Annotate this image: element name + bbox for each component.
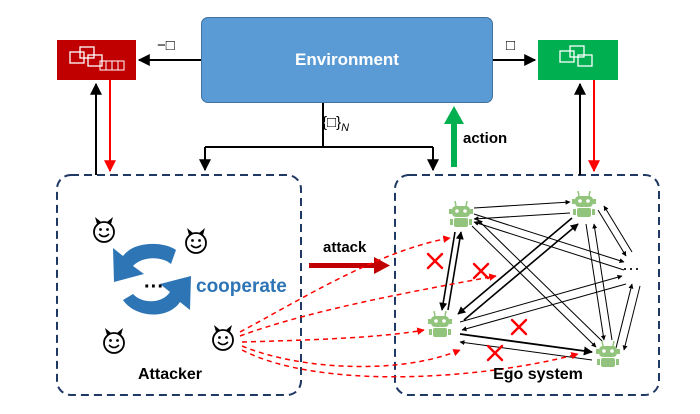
attack-label: attack [323, 239, 367, 256]
robot-icon [596, 340, 620, 367]
robot-icon [572, 190, 596, 217]
cross-icon [472, 262, 490, 280]
robot-icon [449, 200, 473, 227]
cross-icon [426, 252, 444, 270]
environment-label: Environment [295, 50, 399, 69]
ego-more-dots: ··· [622, 258, 640, 278]
observation-split-arrow [199, 101, 439, 172]
attacker-group-box [56, 174, 302, 396]
smiling-devil-icon [212, 325, 234, 351]
cross-icon [486, 344, 504, 362]
ego-title: Ego system [493, 366, 583, 383]
ego-network-edges [439, 199, 641, 361]
attack-dashed-lines [239, 235, 579, 378]
cooperate-label: cooperate [196, 276, 287, 297]
observation-subscript: N [341, 122, 350, 134]
attack-arrow [309, 257, 390, 274]
action-label: action [463, 130, 508, 147]
smiling-devil-icon [185, 228, 207, 254]
ego-agents [428, 190, 620, 367]
attacker-title: Attacker [137, 366, 203, 383]
observation-label: {□}N [322, 114, 349, 134]
cross-icon [510, 318, 528, 336]
environment-box: Environment [201, 17, 493, 103]
cooperate-cycle-icon [113, 243, 191, 315]
robot-icon [428, 310, 452, 337]
attacker-reward-label: −□ [157, 37, 175, 54]
ego-observation-box [538, 40, 618, 80]
attacker-agents [93, 217, 234, 354]
smiling-devil-icon [93, 217, 115, 243]
ego-group-box [394, 174, 660, 396]
ego-reward-label: □ [506, 37, 516, 54]
attacker-more-dots: ··· [144, 276, 164, 298]
blocked-marks [426, 252, 528, 362]
smiling-devil-icon [103, 328, 125, 354]
observation-set-label: {□} [322, 114, 342, 131]
action-arrow [444, 106, 464, 167]
attacker-observation-box [57, 40, 136, 80]
